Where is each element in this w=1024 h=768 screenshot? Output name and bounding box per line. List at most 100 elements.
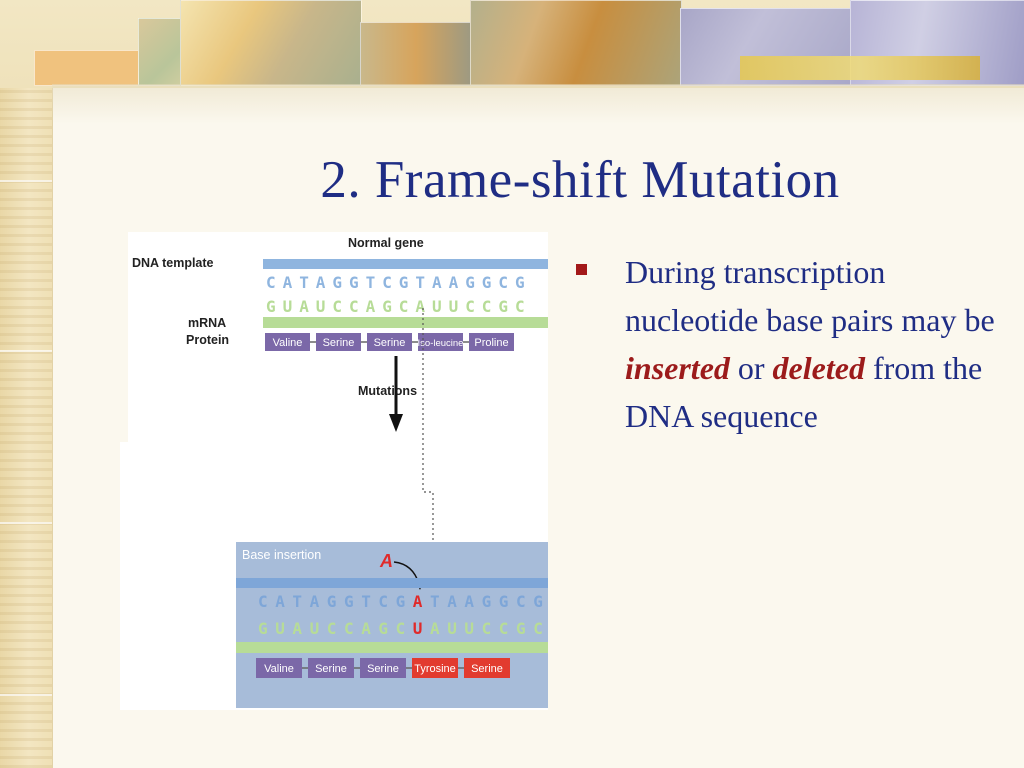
dna-base: C (266, 273, 276, 292)
mutant-mrna-base: C (499, 619, 509, 638)
normal-protein-box (418, 333, 463, 351)
mrna-bar (263, 317, 548, 328)
emphasis-deleted: deleted (772, 350, 865, 386)
dna-base: G (332, 273, 342, 292)
mutant-protein-label: Serine (367, 663, 399, 675)
mutant-dna-base: G (499, 592, 509, 611)
slide-title: 2. Frame-shift Mutation (320, 151, 840, 209)
base-insertion-label: Base insertion (242, 548, 321, 562)
mrna-base: C (465, 297, 475, 316)
dna-base: A (449, 273, 459, 292)
mrna-base: G (266, 297, 276, 316)
frameshift-diagram: Normal gene DNA template mRNA Protein Mu… (120, 232, 548, 710)
mutant-dna-base: G (482, 592, 492, 611)
mutant-protein-label: Serine (471, 663, 503, 675)
mutant-mrna-base: U (447, 619, 457, 638)
dna-template-bar (263, 259, 548, 269)
mrna-base: U (283, 297, 293, 316)
normal-protein-box (316, 333, 361, 351)
mutant-dna-base: G (344, 592, 354, 611)
mutant-dna-base: G (533, 592, 543, 611)
mutant-dna-base: G (396, 592, 406, 611)
dna-base: A (432, 273, 442, 292)
mutation-arrow-head (389, 414, 403, 432)
base-insertion-panel (236, 542, 548, 708)
mrna-label: mRNA (188, 316, 226, 330)
decorative-banner (0, 0, 1024, 124)
normal-protein-box (367, 333, 412, 351)
mutant-mrna-base: U (310, 619, 320, 638)
mutant-dna-base: C (258, 592, 268, 611)
mutant-protein-chain: Valine Serine Serine Tyrosine Serine (256, 658, 510, 678)
mutant-protein-box (464, 658, 510, 678)
normal-protein-box (265, 333, 310, 351)
mutant-mrna-base: C (482, 619, 492, 638)
normal-protein-label: Iso-leucine (418, 338, 464, 349)
frame-dotted-line (422, 308, 434, 582)
mutant-mrna-bar (236, 642, 548, 653)
mutant-protein-box (308, 658, 354, 678)
mutant-dna-base: T (430, 592, 440, 611)
mutant-mrna-base: C (533, 619, 543, 638)
mutant-dna-base: T (361, 592, 371, 611)
mrna-base: C (399, 297, 409, 316)
mutant-dna-base: G (327, 592, 337, 611)
mutant-protein-label: Serine (315, 663, 347, 675)
mutant-protein-label: Tyrosine (414, 663, 456, 675)
mutant-mrna-base: U (413, 619, 423, 638)
mutant-mrna-base: A (361, 619, 371, 638)
mutant-protein-box (360, 658, 406, 678)
mutant-dna-base: A (275, 592, 285, 611)
mutant-dna-base: C (378, 592, 388, 611)
mutant-dna-base: T (292, 592, 302, 611)
mutant-mrna-base: U (464, 619, 474, 638)
mutant-dna-base: A (464, 592, 474, 611)
bullet-part-3: from the DNA sequence (625, 350, 983, 434)
mutant-protein-label: Valine (264, 663, 294, 675)
bullet-part-2: or (729, 350, 773, 386)
mutant-mrna-base: U (275, 619, 285, 638)
mutations-label: Mutations (358, 384, 417, 398)
dna-base: G (399, 273, 409, 292)
dna-base: C (382, 273, 392, 292)
dna-base: G (515, 273, 525, 292)
mutant-mrna-base: C (396, 619, 406, 638)
mrna-base: U (449, 297, 459, 316)
mutant-dna-base: A (310, 592, 320, 611)
mutant-protein-box (256, 658, 302, 678)
inserted-base-letter: A (379, 551, 393, 571)
bullet-part-1: During transcription nucleotide base pai… (625, 254, 995, 338)
mutant-mrna-base: G (258, 619, 268, 638)
mutant-mrna-base: C (344, 619, 354, 638)
mutant-dna-base: A (447, 592, 457, 611)
dna-base: T (299, 273, 309, 292)
mrna-base: A (415, 297, 425, 316)
dna-base: T (366, 273, 376, 292)
mutant-dna-base: C (516, 592, 526, 611)
dna-base: T (415, 273, 425, 292)
dna-template-label: DNA template (132, 256, 214, 270)
dna-base: G (465, 273, 475, 292)
dna-base: G (482, 273, 492, 292)
mutant-mrna-base: C (327, 619, 337, 638)
mutant-mrna-base: A (430, 619, 440, 638)
mrna-base: A (366, 297, 376, 316)
bullet-marker (576, 264, 587, 275)
bullet-text: During transcription nucleotide base pai… (625, 248, 996, 440)
dna-base: G (349, 273, 359, 292)
mrna-base: C (349, 297, 359, 316)
normal-protein-label: Valine (273, 337, 303, 349)
mrna-base: A (299, 297, 309, 316)
mrna-base: G (382, 297, 392, 316)
normal-protein-label: Proline (474, 337, 508, 349)
normal-protein-label: Serine (323, 337, 355, 349)
dna-base: C (498, 273, 508, 292)
bullet-item: During transcription nucleotide base pai… (576, 248, 996, 440)
protein-label: Protein (186, 333, 229, 347)
mrna-base: C (515, 297, 525, 316)
parchment-left-strip (0, 0, 53, 768)
mutant-protein-box (412, 658, 458, 678)
mrna-base: C (332, 297, 342, 316)
